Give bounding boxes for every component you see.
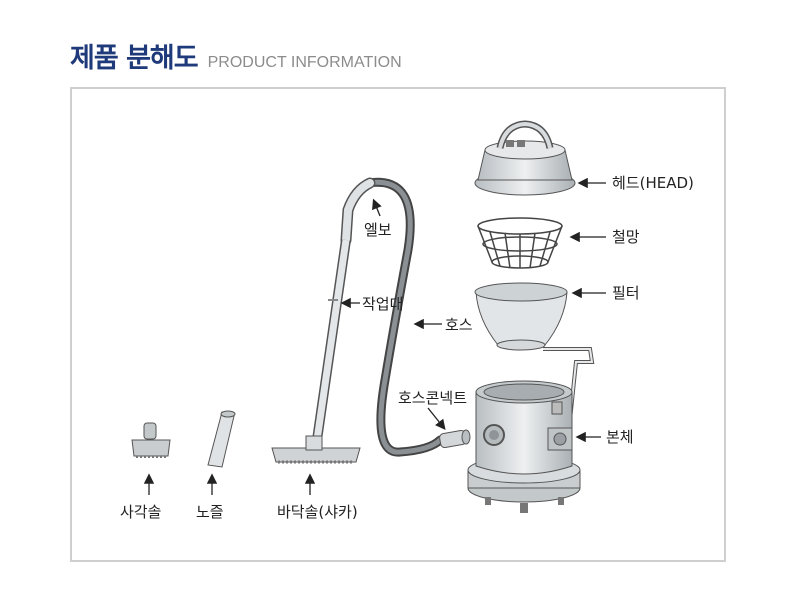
label-floor-brush: 바닥솔(샤카) [277, 503, 358, 521]
work-pipe-part [312, 177, 376, 441]
label-arrows [143, 177, 606, 495]
page-title: 제품 분해도 [70, 43, 199, 74]
label-filter: 필터 [612, 284, 640, 302]
label-nozzle: 노즐 [196, 503, 224, 521]
label-hose: 호스 [445, 316, 473, 334]
label-square-brush: 사각솔 [120, 503, 161, 521]
label-mesh: 철망 [612, 228, 640, 246]
square-brush-part [131, 422, 171, 458]
page-subtitle: PRODUCT INFORMATION [207, 54, 402, 71]
mesh-basket-part [477, 217, 563, 269]
label-hose-connector: 호스콘넥트 [398, 389, 467, 407]
hose-part [363, 177, 445, 457]
hose-connector-part [439, 429, 471, 449]
floor-brush-part [271, 435, 361, 464]
page-header: 제품 분해도 PRODUCT INFORMATION [70, 36, 402, 75]
label-work-pipe: 작업대 [362, 295, 403, 313]
nozzle-part [207, 410, 236, 468]
label-elbow: 엘보 [364, 221, 392, 239]
head-part [474, 120, 576, 196]
body-part [467, 347, 595, 513]
label-body: 본체 [606, 428, 634, 446]
filter-part [474, 282, 568, 351]
label-head: 헤드(HEAD) [612, 174, 694, 192]
